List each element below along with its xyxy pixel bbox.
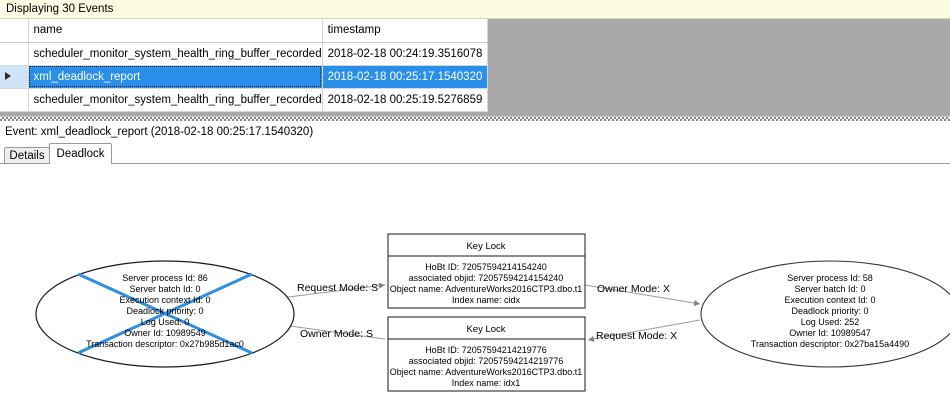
- row-selector[interactable]: [0, 88, 29, 112]
- events-status-bar: Displaying 30 Events: [0, 0, 950, 19]
- key-lock-bottom-title: Key Lock: [466, 324, 505, 335]
- table-row[interactable]: scheduler_monitor_system_health_ring_buf…: [0, 42, 488, 66]
- grid-header-row: name timestamp: [0, 19, 488, 43]
- process-right[interactable]: Server process Id: 58 Server batch Id: 0…: [700, 260, 950, 368]
- process-right-line-1: Server batch Id: 0: [794, 284, 865, 294]
- process-right-line-5: Owner Id: 10989547: [789, 328, 871, 338]
- process-left-line-0: Server process Id: 86: [122, 273, 208, 283]
- row-marker-triangle-icon: [5, 72, 11, 81]
- process-left-line-5: Owner Id: 10989549: [124, 328, 206, 338]
- process-left-line-4: Log Used: 0: [141, 317, 190, 327]
- process-right-line-2: Execution context Id: 0: [784, 295, 875, 305]
- edge-right-request-bottom: Request Mode: X: [587, 319, 701, 342]
- key-lock-top-line-3: Index name: cidx: [452, 295, 521, 305]
- process-left-victim[interactable]: Server process Id: 86 Server batch Id: 0…: [35, 260, 295, 368]
- grid-header-name[interactable]: name: [28, 19, 323, 43]
- grid-header-timestamp[interactable]: timestamp: [322, 19, 488, 43]
- cell-name[interactable]: scheduler_monitor_system_health_ring_buf…: [28, 42, 323, 66]
- row-selector[interactable]: [0, 42, 29, 66]
- row-selector[interactable]: [0, 65, 29, 89]
- events-grid[interactable]: name timestamp scheduler_monitor_system_…: [0, 19, 950, 116]
- process-left-line-3: Deadlock priority: 0: [126, 306, 203, 316]
- cell-timestamp[interactable]: 2018-02-18 00:25:19.5276859: [322, 88, 488, 112]
- key-lock-top-title: Key Lock: [466, 241, 505, 252]
- horizontal-splitter[interactable]: [0, 116, 950, 121]
- events-grid-table: name timestamp scheduler_monitor_system_…: [0, 19, 488, 112]
- deadlock-graph-canvas[interactable]: Request Mode: S Owner Mode: X Owner Mode…: [0, 163, 950, 400]
- key-lock-bottom-line-0: HoBt ID: 72057594214219776: [425, 345, 547, 355]
- process-right-line-4: Log Used: 252: [801, 317, 860, 327]
- event-header-text: Event: xml_deadlock_report (2018-02-18 0…: [5, 125, 314, 138]
- process-right-line-6: Transaction descriptor: 0x27ba15a4490: [751, 339, 909, 349]
- key-lock-top-line-2: Object name: AdventureWorks2016CTP3.dbo.…: [390, 284, 582, 294]
- key-lock-top[interactable]: Key Lock HoBt ID: 72057594214154240 asso…: [387, 233, 586, 309]
- table-row-selected[interactable]: xml_deadlock_report 2018-02-18 00:25:17.…: [0, 65, 488, 89]
- process-left-line-6: Transaction descriptor: 0x27b985d1ac0: [86, 339, 244, 349]
- cell-name[interactable]: scheduler_monitor_system_health_ring_buf…: [28, 88, 323, 112]
- cell-timestamp[interactable]: 2018-02-18 00:24:19.3516078: [322, 42, 488, 66]
- edge-right-owner-top: Owner Mode: X: [584, 283, 701, 306]
- key-lock-bottom-line-2: Object name: AdventureWorks2016CTP3.dbo.…: [390, 367, 582, 377]
- edge-left-owner-bottom-label: Owner Mode: S: [300, 328, 373, 340]
- key-lock-bottom[interactable]: Key Lock HoBt ID: 72057594214219776 asso…: [387, 316, 586, 392]
- event-header: Event: xml_deadlock_report (2018-02-18 0…: [0, 122, 950, 141]
- edge-left-owner-bottom: Owner Mode: S: [274, 321, 386, 340]
- tab-deadlock-label: Deadlock: [56, 148, 105, 160]
- tab-details-label: Details: [9, 150, 45, 162]
- cell-timestamp[interactable]: 2018-02-18 00:25:17.1540320: [322, 65, 488, 89]
- grid-header-selector: [0, 19, 29, 43]
- process-left-line-1: Server batch Id: 0: [129, 284, 200, 294]
- tab-deadlock[interactable]: Deadlock: [49, 143, 112, 164]
- edge-left-request-top-label: Request Mode: S: [297, 282, 378, 294]
- events-status-text: Displaying 30 Events: [6, 3, 114, 15]
- process-left-line-2: Execution context Id: 0: [119, 295, 210, 305]
- key-lock-top-line-0: HoBt ID: 72057594214154240: [425, 262, 547, 272]
- edge-right-request-bottom-label: Request Mode: X: [596, 330, 677, 342]
- process-right-line-3: Deadlock priority: 0: [791, 306, 868, 316]
- tab-strip: Details Deadlock: [0, 142, 950, 164]
- key-lock-bottom-line-1: associated objid: 72057594214219776: [409, 356, 564, 366]
- cell-name[interactable]: xml_deadlock_report: [28, 65, 323, 89]
- tab-details[interactable]: Details: [4, 147, 50, 164]
- key-lock-top-line-1: associated objid: 72057594214154240: [409, 273, 564, 283]
- key-lock-bottom-line-3: Index name: idx1: [452, 378, 521, 388]
- table-row[interactable]: scheduler_monitor_system_health_ring_buf…: [0, 88, 488, 112]
- process-right-line-0: Server process Id: 58: [787, 273, 873, 283]
- edge-left-request-top: Request Mode: S: [271, 282, 386, 300]
- edge-right-owner-top-label: Owner Mode: X: [597, 283, 670, 295]
